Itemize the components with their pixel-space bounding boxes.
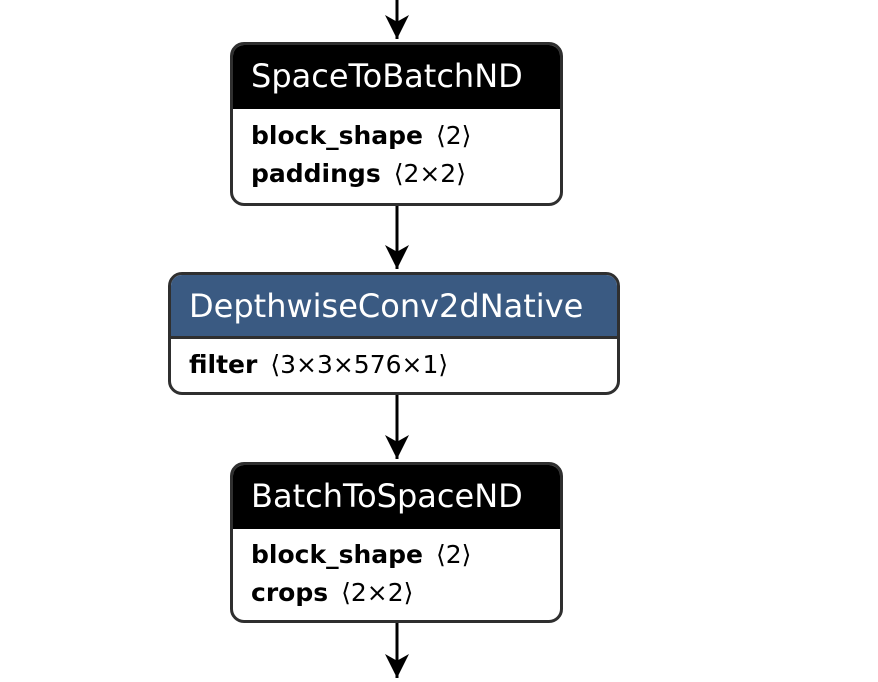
attribute-row: block_shape ⟨2⟩ — [251, 117, 542, 155]
node-attribute-list: block_shape ⟨2⟩ paddings ⟨2×2⟩ — [233, 109, 560, 203]
node-title: DepthwiseConv2dNative — [189, 286, 584, 325]
node-batchtospacend[interactable]: BatchToSpaceND block_shape ⟨2⟩ crops ⟨2×2⟩ — [230, 462, 563, 623]
attribute-value: ⟨2×2⟩ — [341, 577, 414, 607]
attribute-value: ⟨2⟩ — [436, 539, 472, 569]
node-header: BatchToSpaceND — [233, 465, 560, 529]
node-attribute-list: block_shape ⟨2⟩ crops ⟨2×2⟩ — [233, 529, 560, 620]
node-depthwiseconv2dnative[interactable]: DepthwiseConv2dNative filter ⟨3×3×576×1⟩ — [168, 272, 620, 395]
attribute-name: crops — [251, 577, 329, 607]
attribute-name: block_shape — [251, 121, 423, 150]
attribute-row: crops ⟨2×2⟩ — [251, 574, 542, 612]
node-spacetobatchnd[interactable]: SpaceToBatchND block_shape ⟨2⟩ paddings ⟨2… — [230, 42, 563, 206]
attribute-row: block_shape ⟨2⟩ — [251, 536, 542, 574]
node-header: DepthwiseConv2dNative — [171, 275, 617, 339]
node-title: SpaceToBatchND — [251, 56, 523, 95]
attribute-value: ⟨2×2⟩ — [393, 159, 466, 188]
attribute-row: paddings ⟨2×2⟩ — [251, 155, 542, 193]
attribute-name: paddings — [251, 159, 381, 188]
node-header: SpaceToBatchND — [233, 45, 560, 109]
attribute-value: ⟨2⟩ — [436, 121, 472, 150]
attribute-name: filter — [189, 349, 258, 379]
attribute-name: block_shape — [251, 539, 423, 569]
attribute-value: ⟨3×3×576×1⟩ — [270, 349, 449, 379]
attribute-row: filter ⟨3×3×576×1⟩ — [189, 346, 599, 384]
node-attribute-list: filter ⟨3×3×576×1⟩ — [171, 339, 617, 392]
node-title: BatchToSpaceND — [251, 476, 523, 515]
